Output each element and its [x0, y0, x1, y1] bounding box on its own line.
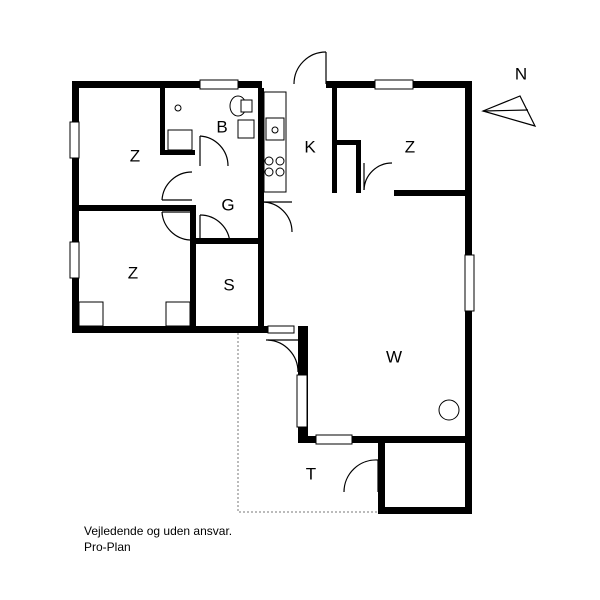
- windows: [69, 79, 475, 445]
- room-bathroom-label: B: [216, 117, 227, 136]
- compass-north-label: N: [515, 64, 527, 83]
- room-bedroom-ne-label: Z: [405, 137, 415, 156]
- disclaimer-text: Vejledende og uden ansvar.: [84, 524, 233, 538]
- doors: [161, 51, 393, 493]
- room-bedroom-w-label: Z: [128, 263, 138, 282]
- room-labels: Z B K Z G Z S W T: [128, 117, 415, 483]
- room-hall-label: G: [221, 195, 234, 214]
- room-bedroom-nw-label: Z: [130, 146, 140, 165]
- interior-walls: [72, 88, 472, 333]
- compass: N: [481, 64, 537, 127]
- room-living-label: W: [386, 347, 402, 366]
- room-kitchen-label: K: [304, 137, 316, 156]
- fixtures: [78, 91, 460, 421]
- room-storage-label: S: [223, 275, 234, 294]
- terrace-outline: [237, 333, 378, 513]
- room-terrace-label: T: [306, 464, 316, 483]
- credit-text: Pro-Plan: [84, 540, 131, 554]
